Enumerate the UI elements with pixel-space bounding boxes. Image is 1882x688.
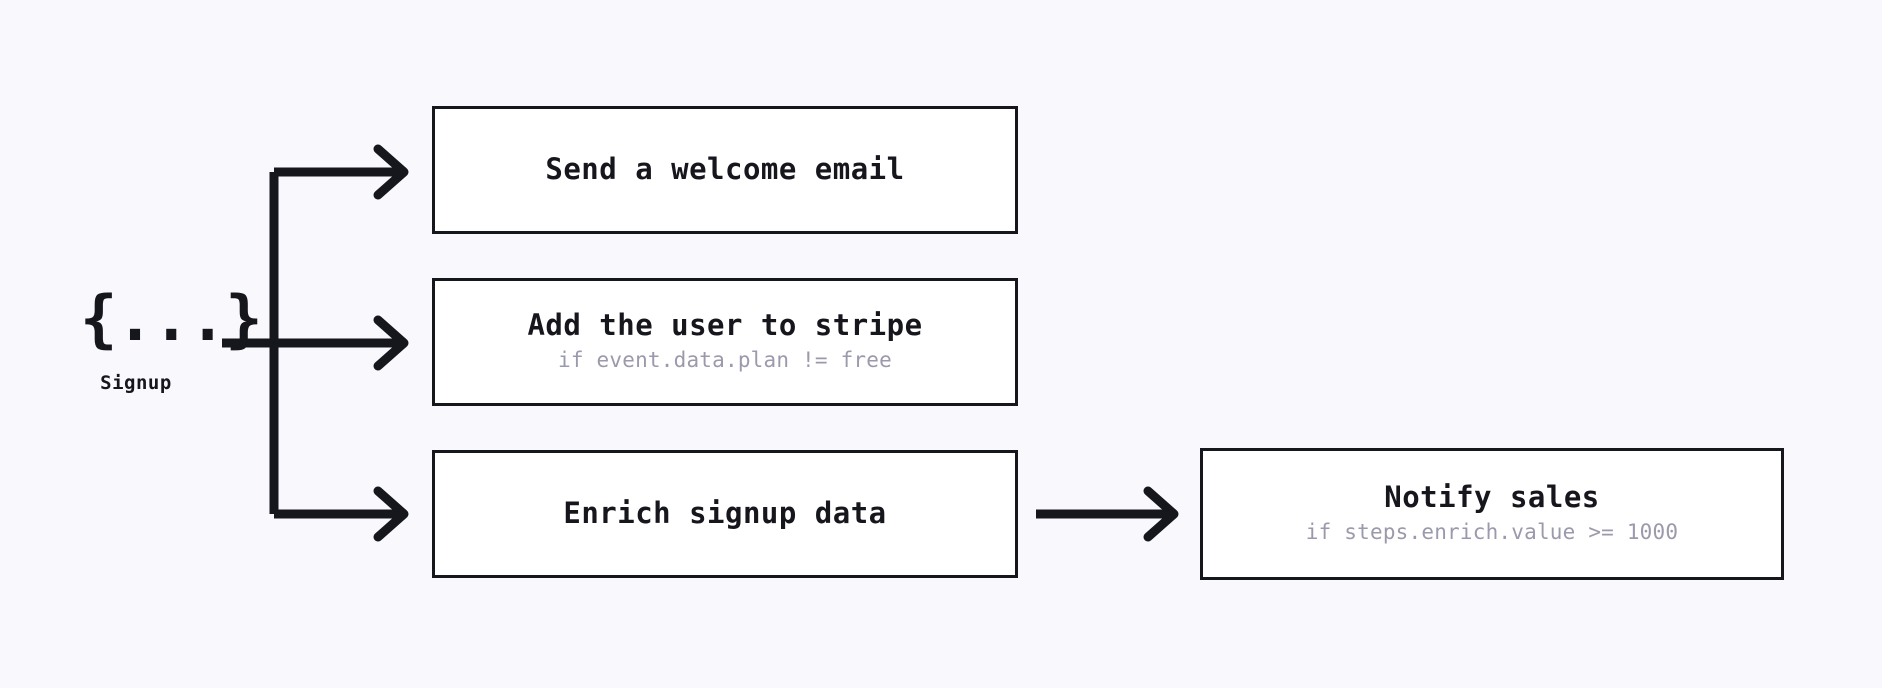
step-node-stripe[interactable]: Add the user to stripe if event.data.pla…	[432, 278, 1018, 406]
arrowhead-welcome	[373, 144, 409, 200]
arrowhead-notify	[1143, 486, 1179, 542]
trigger-node[interactable]: {...} Signup	[80, 282, 263, 395]
step-node-welcome[interactable]: Send a welcome email	[432, 106, 1018, 234]
step-node-enrich[interactable]: Enrich signup data	[432, 450, 1018, 578]
step-node-notify[interactable]: Notify sales if steps.enrich.value >= 10…	[1200, 448, 1784, 580]
trigger-label: Signup	[100, 372, 172, 394]
arrowhead-enrich	[373, 486, 409, 542]
step-condition: if event.data.plan != free	[558, 347, 892, 372]
step-title: Notify sales	[1384, 480, 1600, 515]
step-title: Send a welcome email	[545, 152, 905, 187]
json-braces-icon: {...}	[80, 282, 263, 355]
arrowhead-stripe	[373, 315, 409, 371]
step-title: Add the user to stripe	[527, 308, 923, 343]
step-title: Enrich signup data	[563, 496, 887, 531]
step-condition: if steps.enrich.value >= 1000	[1305, 519, 1679, 544]
